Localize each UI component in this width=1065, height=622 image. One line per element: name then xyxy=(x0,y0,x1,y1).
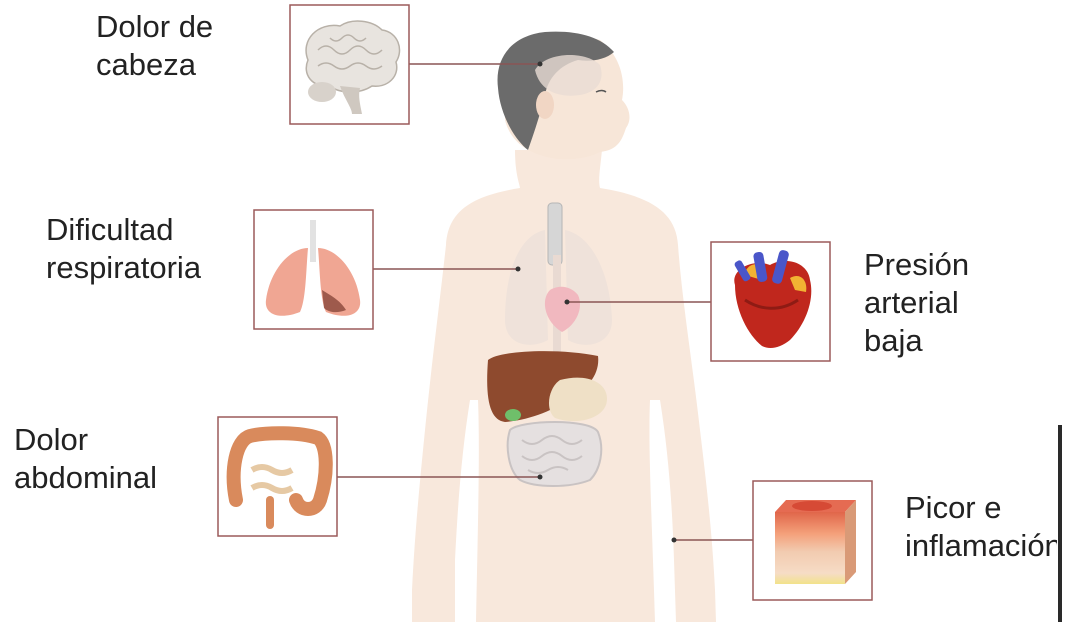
ear xyxy=(536,91,554,119)
heart-icon-box xyxy=(711,242,830,361)
label-headache-line2: cabeza xyxy=(96,46,213,84)
brain-icon-box xyxy=(290,5,409,124)
image-edge-border xyxy=(1058,425,1062,622)
connector-head-dot xyxy=(538,62,543,67)
label-itch-line2: inflamación xyxy=(905,527,1057,565)
label-breathing: Dificultad respiratoria xyxy=(46,211,201,287)
connector-heart-dot xyxy=(565,300,570,305)
label-breathing-line2: respiratoria xyxy=(46,249,201,287)
skin-icon xyxy=(775,500,856,584)
label-headache: Dolor de cabeza xyxy=(96,8,213,84)
body-gallbladder xyxy=(505,409,521,421)
label-itching: Picor e inflamación xyxy=(905,489,1057,565)
label-abd-line1: Dolor xyxy=(14,421,157,459)
label-low-blood-pressure: Presión arterial baja xyxy=(864,246,969,360)
label-itch-line1: Picor e xyxy=(905,489,1057,527)
intestine-icon-box xyxy=(218,417,337,536)
lungs-icon-box xyxy=(254,210,373,329)
human-body xyxy=(412,32,716,622)
label-bp-line2: arterial xyxy=(864,284,969,322)
label-bp-line1: Presión xyxy=(864,246,969,284)
label-abd-line2: abdominal xyxy=(14,459,157,497)
label-headache-line1: Dolor de xyxy=(96,8,213,46)
label-breathing-line1: Dificultad xyxy=(46,211,201,249)
connector-itch-dot xyxy=(672,538,677,543)
connector-abd-dot xyxy=(538,475,543,480)
skin-icon-box xyxy=(753,481,872,600)
label-bp-line3: baja xyxy=(864,322,969,360)
connector-resp-dot xyxy=(516,267,521,272)
label-abdominal-pain: Dolor abdominal xyxy=(14,421,157,497)
